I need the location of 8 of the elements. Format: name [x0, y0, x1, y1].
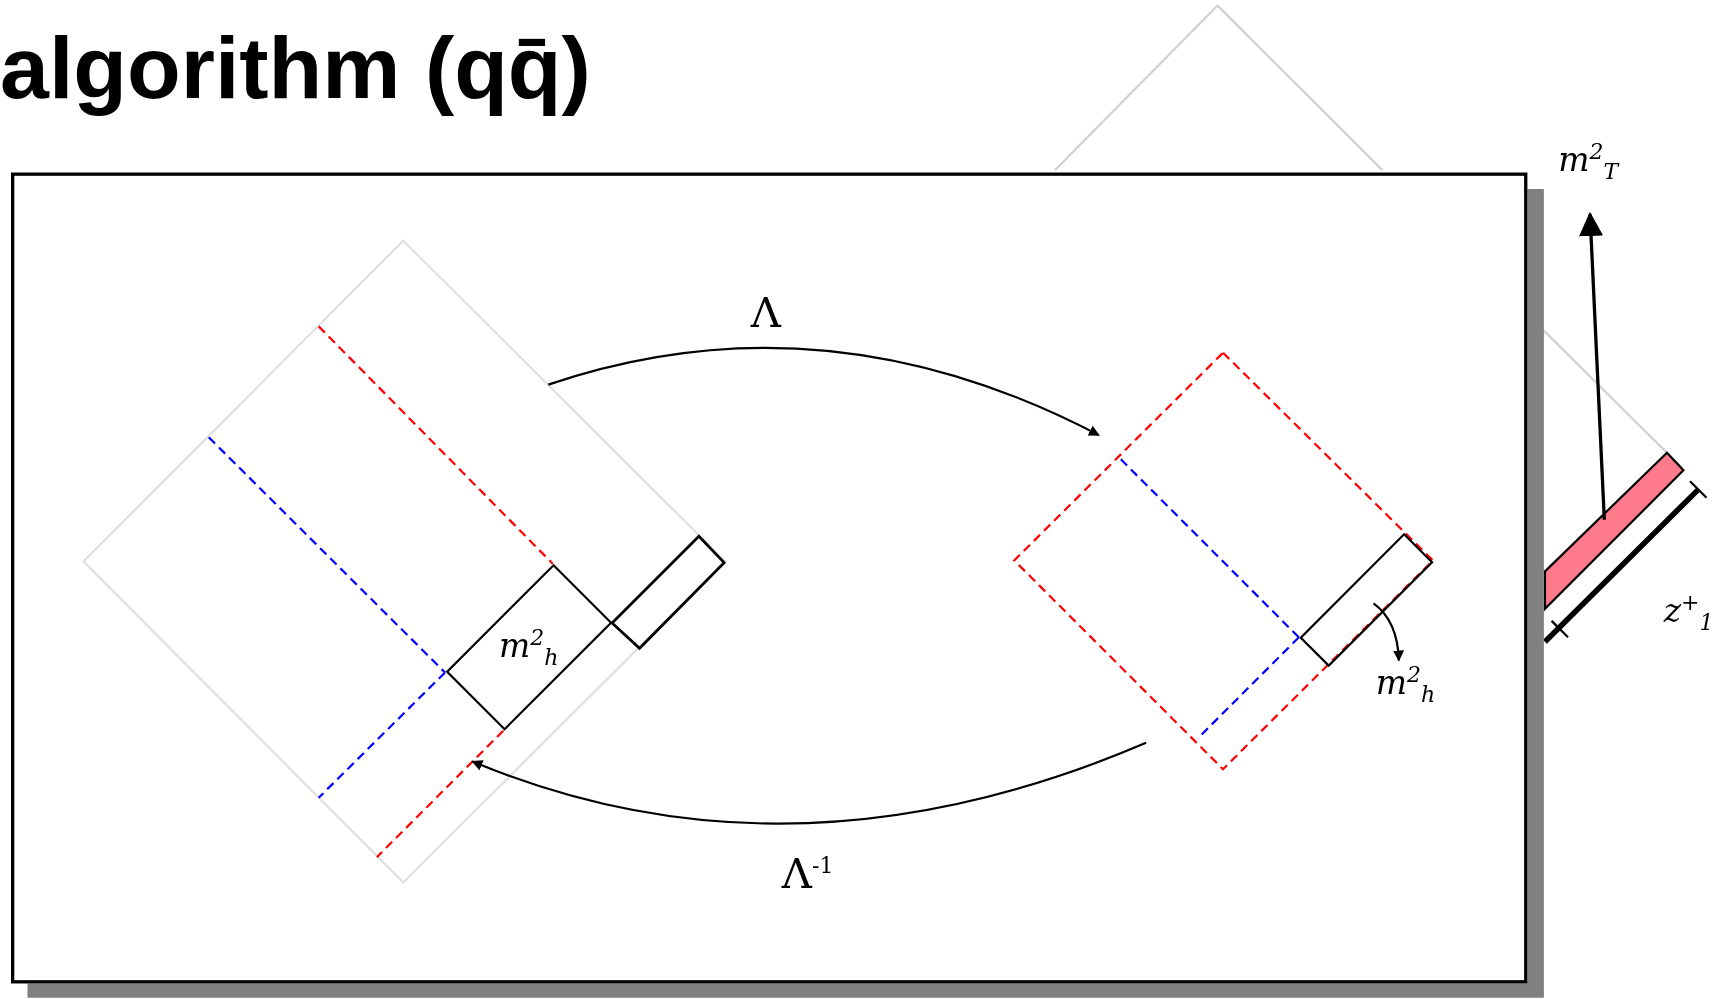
leader-arrow [1579, 211, 1606, 520]
slide-title: algorithm (qq̄) [0, 19, 591, 117]
diamond-diagram-drawing [1012, 350, 1436, 772]
diamond-diagram-drawing [82, 239, 727, 884]
leader-arrow [1372, 602, 1404, 662]
curved-arrow [471, 741, 1147, 825]
rectangle-strip [1298, 532, 1434, 668]
curved-arrow [548, 346, 1100, 437]
